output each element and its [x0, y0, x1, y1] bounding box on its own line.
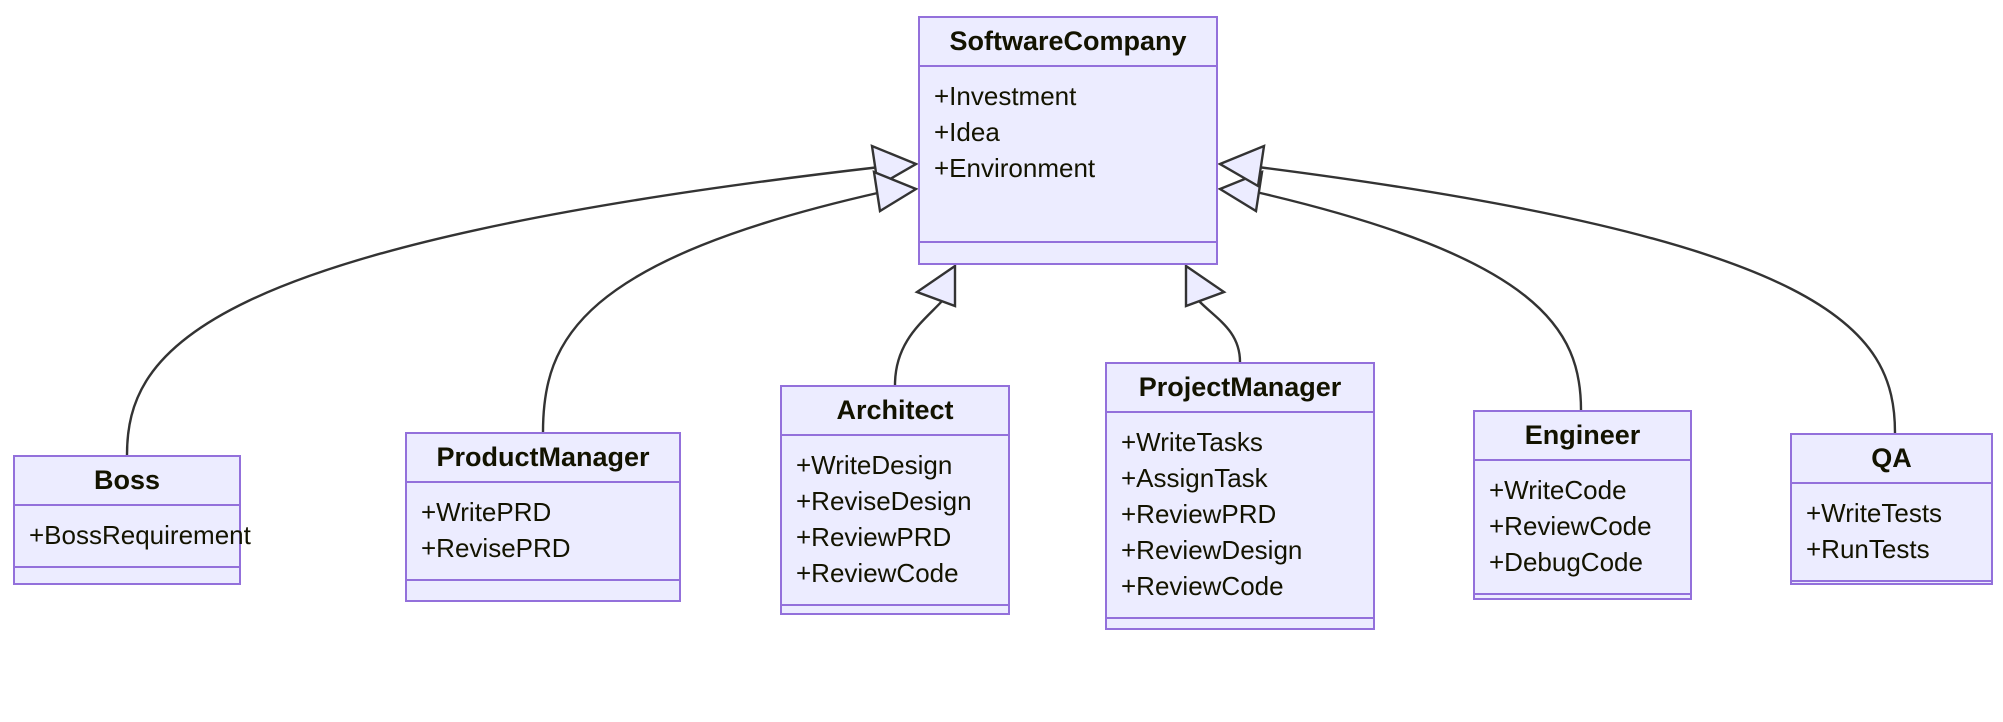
class-attributes-qa: +WriteTests +RunTests: [1792, 484, 1991, 583]
class-title-architect: Architect: [782, 387, 1008, 437]
class-node-qa[interactable]: QA +WriteTests +RunTests: [1790, 433, 1993, 585]
attribute-item: +ReviewCode: [1121, 570, 1284, 601]
class-node-product-manager[interactable]: ProductManager +WritePRD +RevisePRD: [405, 432, 681, 602]
arrowhead-architect: [914, 263, 957, 308]
attribute-item: +ReviewPRD: [1121, 499, 1277, 530]
attribute-item: +ReviewDesign: [1121, 534, 1303, 565]
attribute-item: +AssignTask: [1121, 463, 1268, 494]
class-title-project-manager: ProjectManager: [1107, 364, 1373, 414]
attribute-item: +Environment: [934, 153, 1096, 184]
attribute-item: +WritePRD: [421, 497, 552, 528]
class-methods-architect: [782, 606, 1008, 626]
class-node-project-manager[interactable]: ProjectManager +WriteTasks +AssignTask +…: [1105, 362, 1375, 630]
attribute-item: +Idea: [934, 117, 1000, 148]
attribute-item: +Investment: [934, 81, 1077, 112]
attribute-item: +WriteDesign: [796, 450, 953, 481]
class-title-software-company: SoftwareCompany: [920, 18, 1216, 68]
class-node-engineer[interactable]: Engineer +WriteCode +ReviewCode +DebugCo…: [1473, 410, 1692, 600]
arrowhead-productmanager: [872, 170, 919, 213]
class-attributes-engineer: +WriteCode +ReviewCode +DebugCode: [1475, 461, 1690, 595]
arrowhead-engineer: [1217, 170, 1264, 213]
attribute-item: +ReviewCode: [796, 557, 959, 588]
class-attributes-product-manager: +WritePRD +RevisePRD: [407, 483, 679, 582]
attribute-item: +RevisePRD: [421, 533, 571, 564]
class-methods-engineer: [1475, 595, 1690, 615]
class-title-engineer: Engineer: [1475, 412, 1690, 462]
class-attributes-software-company: +Investment +Idea +Environment: [920, 67, 1216, 243]
edge-architect-to-softwarecompany: [893, 299, 944, 386]
class-attributes-boss: +BossRequirement: [15, 506, 251, 569]
class-title-qa: QA: [1792, 435, 1991, 485]
class-methods-product-manager: [407, 581, 679, 601]
class-methods-qa: [1792, 582, 1991, 602]
class-methods-software-company: [920, 243, 1216, 263]
attribute-item: +WriteTasks: [1121, 427, 1263, 458]
attribute-item: +ReviewCode: [1489, 511, 1652, 542]
attribute-item: +WriteTests: [1806, 498, 1943, 529]
class-title-product-manager: ProductManager: [407, 434, 679, 484]
attribute-item: +WriteCode: [1489, 475, 1627, 506]
class-node-software-company[interactable]: SoftwareCompany +Investment +Idea +Envir…: [918, 16, 1218, 265]
arrowhead-boss: [870, 144, 919, 188]
edge-projectmanager-to-softwarecompany: [1197, 299, 1242, 363]
class-methods-boss: [15, 568, 239, 588]
class-attributes-architect: +WriteDesign +ReviseDesign +ReviewPRD +R…: [782, 436, 1008, 606]
class-title-boss: Boss: [15, 457, 239, 507]
class-attributes-project-manager: +WriteTasks +AssignTask +ReviewPRD +Revi…: [1107, 413, 1373, 619]
attribute-item: +ReviseDesign: [796, 486, 972, 517]
attribute-item: +RunTests: [1806, 534, 1930, 565]
class-node-boss[interactable]: Boss +BossRequirement: [13, 455, 251, 588]
class-methods-project-manager: [1107, 619, 1373, 639]
class-node-architect[interactable]: Architect +WriteDesign +ReviseDesign +Re…: [780, 385, 1010, 615]
attribute-item: +BossRequirement: [29, 520, 251, 551]
arrowhead-qa: [1217, 144, 1266, 188]
attribute-item: +DebugCode: [1489, 547, 1643, 578]
arrowhead-projectmanager: [1184, 263, 1227, 308]
attribute-item: +ReviewPRD: [796, 522, 952, 553]
edge-boss-to-softwarecompany: [125, 165, 881, 456]
